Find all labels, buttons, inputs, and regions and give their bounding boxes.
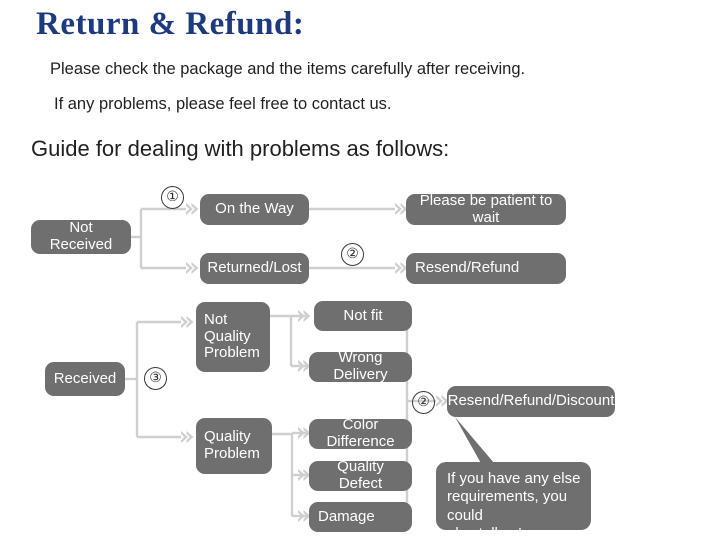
step-marker-1: ①	[161, 186, 184, 209]
node-color-difference[interactable]: Color Difference	[309, 416, 412, 450]
node-resend-refund-discount[interactable]: Resend/Refund/Discount	[447, 386, 615, 417]
node-please-be-patient[interactable]: Please be patient to wait	[406, 192, 566, 225]
node-not-quality-problem[interactable]: Not Quality Problem	[196, 302, 270, 372]
node-quality-problem[interactable]: Quality Problem	[196, 418, 272, 474]
node-damage[interactable]: Damage	[309, 502, 412, 532]
node-returned-lost[interactable]: Returned/Lost	[200, 253, 309, 284]
bubble-tail	[455, 417, 500, 474]
step-marker-2-top: ②	[341, 243, 364, 266]
callout-bubble: If you have any else requirements, you c…	[436, 462, 591, 536]
step-marker-2-bottom: ②	[412, 391, 435, 414]
node-not-received[interactable]: Not Received	[31, 219, 131, 254]
intro-line-2: If any problems, please feel free to con…	[54, 95, 392, 113]
page-title: Return & Refund:	[36, 6, 305, 42]
node-received[interactable]: Received	[45, 362, 125, 396]
node-resend-refund[interactable]: Resend/Refund	[406, 253, 566, 284]
node-not-fit[interactable]: Not fit	[314, 301, 412, 331]
node-quality-defect[interactable]: Quality Defect	[309, 458, 412, 492]
guide-heading: Guide for dealing with problems as follo…	[31, 136, 450, 161]
step-marker-3: ③	[144, 367, 167, 390]
node-on-the-way[interactable]: On the Way	[200, 194, 309, 225]
node-wrong-delivery[interactable]: Wrong Delivery	[309, 349, 412, 383]
intro-line-1: Please check the package and the items c…	[50, 60, 526, 78]
